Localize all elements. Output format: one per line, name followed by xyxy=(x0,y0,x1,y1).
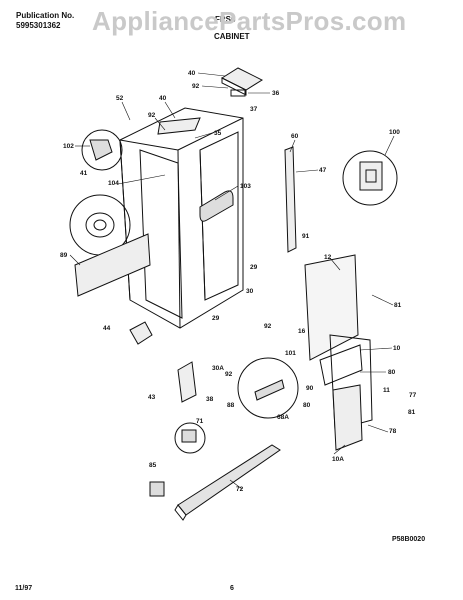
page-number: 6 xyxy=(230,585,234,592)
part-label: 104 xyxy=(108,180,119,187)
part-label: 10 xyxy=(393,345,401,352)
watermark: AppliancePartsPros.com xyxy=(92,6,407,36)
part-label: 68A xyxy=(277,414,289,421)
part-label: 16 xyxy=(298,328,306,335)
part-label: 35 xyxy=(214,130,222,137)
part-label: 89 xyxy=(60,252,68,259)
part-label: 47 xyxy=(319,167,327,174)
part-label: 92 xyxy=(225,371,233,378)
part-label: 85 xyxy=(149,462,157,469)
foot-85 xyxy=(149,481,165,497)
part-label: 41 xyxy=(80,170,88,177)
divider-bar xyxy=(199,190,234,222)
part-label: 92 xyxy=(148,112,156,119)
part-label: 44 xyxy=(103,325,111,332)
part-label: 37 xyxy=(250,106,258,113)
publication-label: Publication No. xyxy=(16,11,75,20)
inset-clip-circle xyxy=(174,422,206,454)
revision-date: 11/97 xyxy=(15,585,33,592)
part-label: 92 xyxy=(264,323,272,330)
part-label: 10A xyxy=(332,456,344,463)
part-label: 30 xyxy=(246,288,254,295)
hinge-bracket-43 xyxy=(177,361,197,403)
part-label: 81 xyxy=(408,409,416,416)
part-label: 29 xyxy=(250,264,258,271)
diagram-code: P58B0020 xyxy=(392,536,426,543)
part-label: 90 xyxy=(306,385,314,392)
part-label: 102 xyxy=(63,143,74,150)
lower-right-bracket xyxy=(332,384,363,451)
part-label: 72 xyxy=(236,486,244,493)
part-label: 60 xyxy=(291,133,299,140)
lower-bracket-44 xyxy=(129,321,153,345)
part-label: 11 xyxy=(383,387,390,394)
part-label: 88 xyxy=(227,402,235,409)
model-number: FRS6 xyxy=(215,15,236,24)
part-label: 92 xyxy=(192,83,200,90)
part-label: 40 xyxy=(188,70,196,77)
inset-ice-chute xyxy=(342,150,398,206)
part-label: 81 xyxy=(394,302,402,309)
part-label: 30A xyxy=(212,365,224,372)
inset-hinge-pin-circle xyxy=(237,357,299,419)
part-label: 77 xyxy=(409,392,417,399)
left-grille-panel xyxy=(74,233,151,297)
part-label: 71 xyxy=(196,418,204,425)
inset-hinge-circle xyxy=(81,129,123,171)
part-label: 100 xyxy=(389,129,400,136)
part-label: 91 xyxy=(302,233,310,240)
vertical-channel xyxy=(284,146,297,253)
part-label: 36 xyxy=(272,90,280,97)
part-label: 101 xyxy=(285,350,296,357)
part-label: 80 xyxy=(303,402,311,409)
part-label: 52 xyxy=(116,95,124,102)
part-label: 43 xyxy=(148,394,156,401)
toe-grille xyxy=(174,444,281,521)
part-label: 40 xyxy=(159,95,167,102)
part-label: 103 xyxy=(240,183,251,190)
part-label: 80 xyxy=(388,369,396,376)
top-vent-part xyxy=(220,67,264,97)
section-title: CABINET xyxy=(214,32,250,41)
publication-number: 5995301362 xyxy=(16,21,61,30)
part-label: 38 xyxy=(206,396,214,403)
part-label: 78 xyxy=(389,428,397,435)
part-label: 12 xyxy=(324,254,332,261)
part-label: 29 xyxy=(212,315,220,322)
